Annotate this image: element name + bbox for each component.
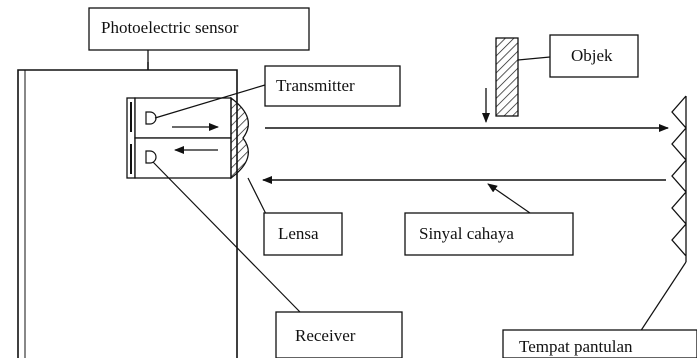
transmitter-callout: Transmitter: [154, 65, 401, 119]
photodiode-icon: [145, 150, 157, 164]
sensor-block: [126, 96, 249, 180]
transmitter-label: Transmitter: [276, 76, 355, 95]
led-emitter-icon: [145, 111, 157, 125]
photoelectric-sensor-label: Photoelectric sensor: [101, 18, 239, 37]
lens-icon: [230, 96, 249, 180]
tempat-pantulan-label: Tempat pantulan: [519, 337, 633, 356]
plate-slot-bottom: [130, 144, 132, 174]
lensa-label: Lensa: [278, 224, 319, 243]
plate-slot-top: [130, 102, 132, 132]
sinyal-cahaya-callout: Sinyal cahaya: [404, 183, 574, 256]
sensor-housing: [17, 62, 238, 358]
object: Objek: [482, 34, 639, 123]
object-icon: [495, 37, 519, 117]
photoelectric-sensor-callout: Photoelectric sensor: [88, 7, 310, 62]
reflector-icon: [671, 95, 687, 262]
objek-label: Objek: [571, 46, 613, 65]
lensa-callout: Lensa: [247, 177, 343, 256]
receiver-label: Receiver: [295, 326, 356, 345]
sinyal-cahaya-label: Sinyal cahaya: [419, 224, 514, 243]
receiver-callout: Receiver: [152, 161, 403, 358]
reflector: Tempat pantulan: [502, 95, 697, 358]
